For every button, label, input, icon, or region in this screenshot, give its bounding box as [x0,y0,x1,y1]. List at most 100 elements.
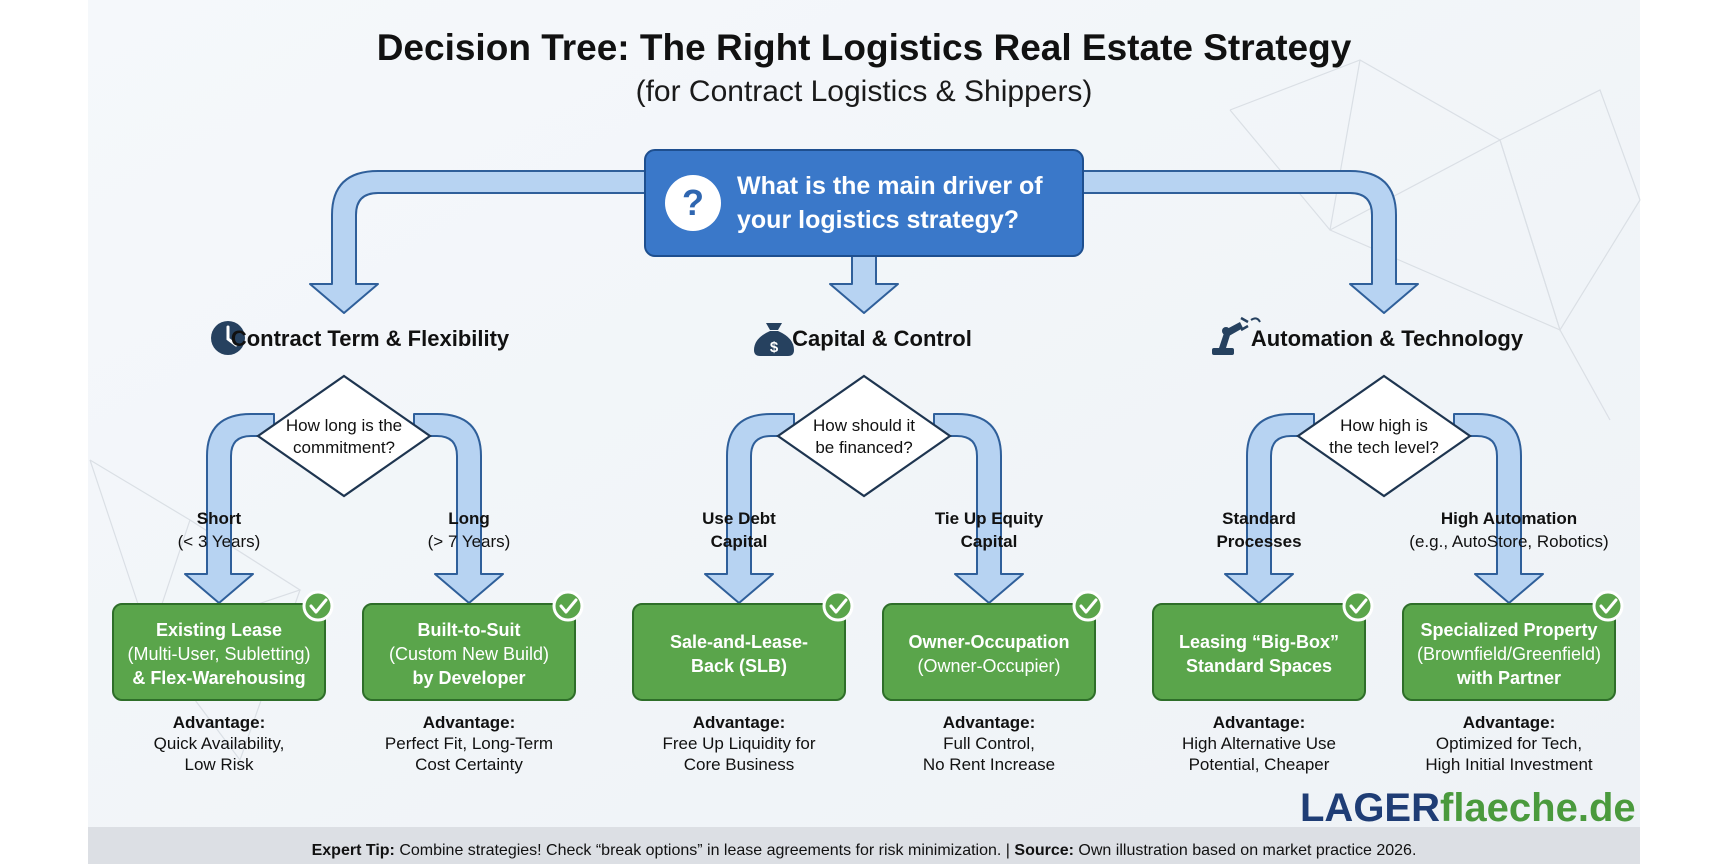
diamond-question-line2: be financed? [815,438,912,457]
advantage-line1: Perfect Fit, Long-Term [385,734,553,753]
arrow-left-option [704,413,795,604]
result-line-2: (Brownfield/Greenfield) [1417,644,1601,664]
advantage-label: Advantage: [1213,713,1306,732]
logo-part-1: LAGER [1300,786,1440,830]
advantage-line1: High Alternative Use [1182,734,1336,753]
diamond-question-line1: How long is the [286,416,402,435]
diamond-question-line1: How high is [1340,416,1428,435]
result-line-1: Leasing “Big-Box” [1179,632,1339,652]
diagram-subtitle: (for Contract Logistics & Shippers) [636,75,1093,108]
result-line-1: Specialized Property [1420,620,1597,640]
result-line-1: Sale-and-Lease- [670,632,808,652]
option-label-line2: (> 7 Years) [428,532,511,551]
advantage-line2: Cost Certainty [415,755,523,774]
option-label-line2: (< 3 Years) [178,532,261,551]
advantage-line2: Core Business [684,755,795,774]
option-label-line2: (e.g., AutoStore, Robotics) [1409,532,1608,551]
result-line-2: Standard Spaces [1186,656,1332,676]
result-box [882,603,1096,701]
advantage-line2: High Initial Investment [1425,755,1593,774]
check-icon [822,590,854,622]
root-connectors [309,170,1419,314]
svg-text:LAGERflaeche.de: LAGERflaeche.de [1300,786,1636,830]
option-label-line1: Long [448,509,490,528]
result-box [632,603,846,701]
result-line-1: Existing Lease [156,620,282,640]
result-line-1: Built-to-Suit [418,620,521,640]
robot-arm-icon [1212,316,1261,355]
advantage-label: Advantage: [1463,713,1556,732]
arrow-left-option [1224,413,1315,604]
branch-label: Capital & Control [792,326,972,351]
option-label-line1: Tie Up Equity [935,509,1044,528]
svg-text:?: ? [682,182,704,223]
result-line-1: Owner-Occupation [908,632,1069,652]
advantage-line1: Full Control, [943,734,1035,753]
branch-label: Automation & Technology [1251,326,1524,351]
footer-tip-text: Combine strategies! Check “break options… [395,842,1015,859]
root-question-line2: your logistics strategy? [737,206,1019,234]
result-line-3: with Partner [1456,668,1561,688]
diagram-title: Decision Tree: The Right Logistics Real … [377,27,1352,68]
footer-bar [88,827,1640,864]
decision-diamond: How should it be financed? [776,374,952,498]
root-question-line1: What is the main driver of [737,172,1043,200]
arrow-left-option [184,413,275,604]
footer-tip-label: Expert Tip: [312,842,395,859]
option-label-line2: Capital [961,532,1018,551]
result-line-2: Back (SLB) [691,656,787,676]
branch-label: Contract Term & Flexibility [231,326,510,351]
footer-source-text: Own illustration based on market practic… [1074,842,1416,859]
branch-arrows [704,413,1024,604]
advantage-label: Advantage: [693,713,786,732]
advantage-line2: Potential, Cheaper [1189,755,1330,774]
result-box [362,603,576,701]
option-label-line1: Short [197,509,242,528]
svg-text:$: $ [770,339,779,356]
connector-arrow-left [309,170,646,314]
lagerflaeche-logo: LAGERflaeche.de [1300,786,1636,830]
result-box [1152,603,1366,701]
decision-diamond: How high is the tech level? [1296,374,1472,498]
result-line-2: (Custom New Build) [389,644,549,664]
option-label-line1: High Automation [1441,509,1577,528]
logo-part-2: flaeche.de [1440,786,1636,830]
option-label-line2: Capital [711,532,768,551]
diamond-question-line1: How should it [813,416,915,435]
footer-source-label: Source: [1014,842,1074,859]
result-line-2: (Owner-Occupier) [917,656,1060,676]
advantage-label: Advantage: [943,713,1036,732]
question-icon: ? [665,175,721,231]
connector-arrow-center [829,255,899,314]
advantage-line2: Low Risk [185,755,254,774]
option-label-line1: Use Debt [702,509,776,528]
clock-icon [211,321,245,355]
check-icon [1342,590,1374,622]
result-line-3: by Developer [412,668,525,688]
root-question-box: ? What is the main driver of your logist… [644,149,1084,257]
option-right: Long (> 7 Years) Built-to-Suit (Custom New … [362,509,584,774]
advantage-label: Advantage: [173,713,266,732]
option-label-line1: Standard [1222,509,1296,528]
advantage-line1: Quick Availability, [154,734,285,753]
advantage-line1: Free Up Liquidity for [662,734,815,753]
check-icon [552,590,584,622]
diamond-question-line2: the tech level? [1329,438,1439,457]
check-icon [1592,590,1624,622]
footer-note: Expert Tip: Combine strategies! Check “b… [312,842,1417,859]
connector-arrow-right [1082,170,1419,314]
option-left: Short(< 3 Years)Existing Lease(Multi-Use… [112,509,334,774]
advantage-label: Advantage: [423,713,516,732]
advantage-line2: No Rent Increase [923,755,1055,774]
check-icon [302,590,334,622]
advantage-line1: Optimized for Tech, [1436,734,1582,753]
